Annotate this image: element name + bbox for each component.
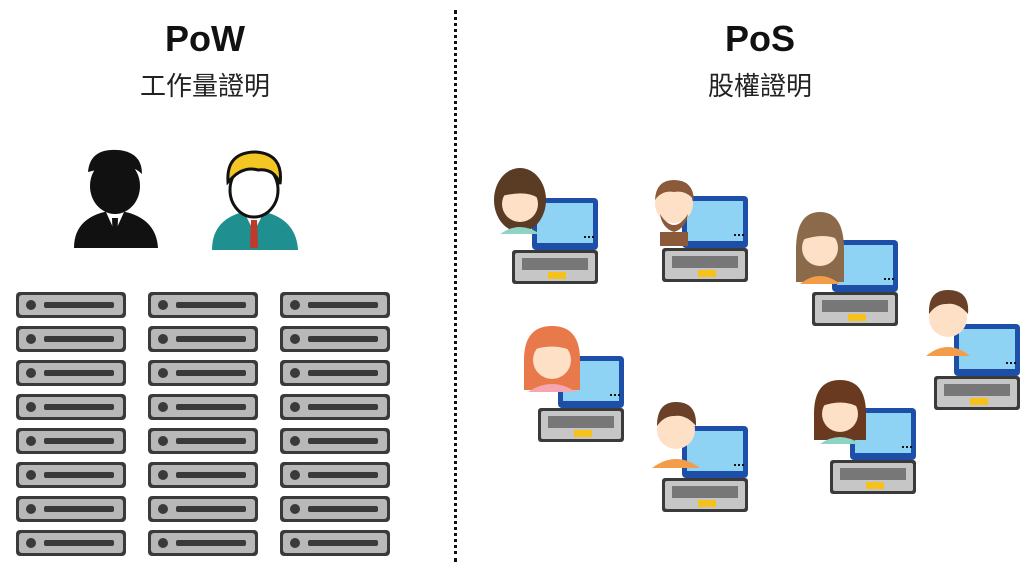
person-blond-icon [212,150,298,250]
pow-title: PoW [165,18,245,59]
laptop-user-icon [652,402,748,512]
laptop-user-icon [524,326,624,442]
laptop-user-icon [655,180,748,282]
server-rack-icon [280,292,390,556]
pow-subtitle: 工作量證明 [139,72,270,102]
pos-subtitle: 股權證明 [707,72,812,102]
center-divider [454,10,457,562]
server-rack-icon [16,292,126,556]
laptop-user-icon [926,290,1020,410]
laptop-user-icon [796,212,898,326]
laptop-user-icon [814,380,916,494]
server-rack-icon [148,292,258,556]
person-silhouette-icon [74,149,158,248]
pos-title: PoS [724,18,795,59]
laptop-user-icon [494,168,598,284]
